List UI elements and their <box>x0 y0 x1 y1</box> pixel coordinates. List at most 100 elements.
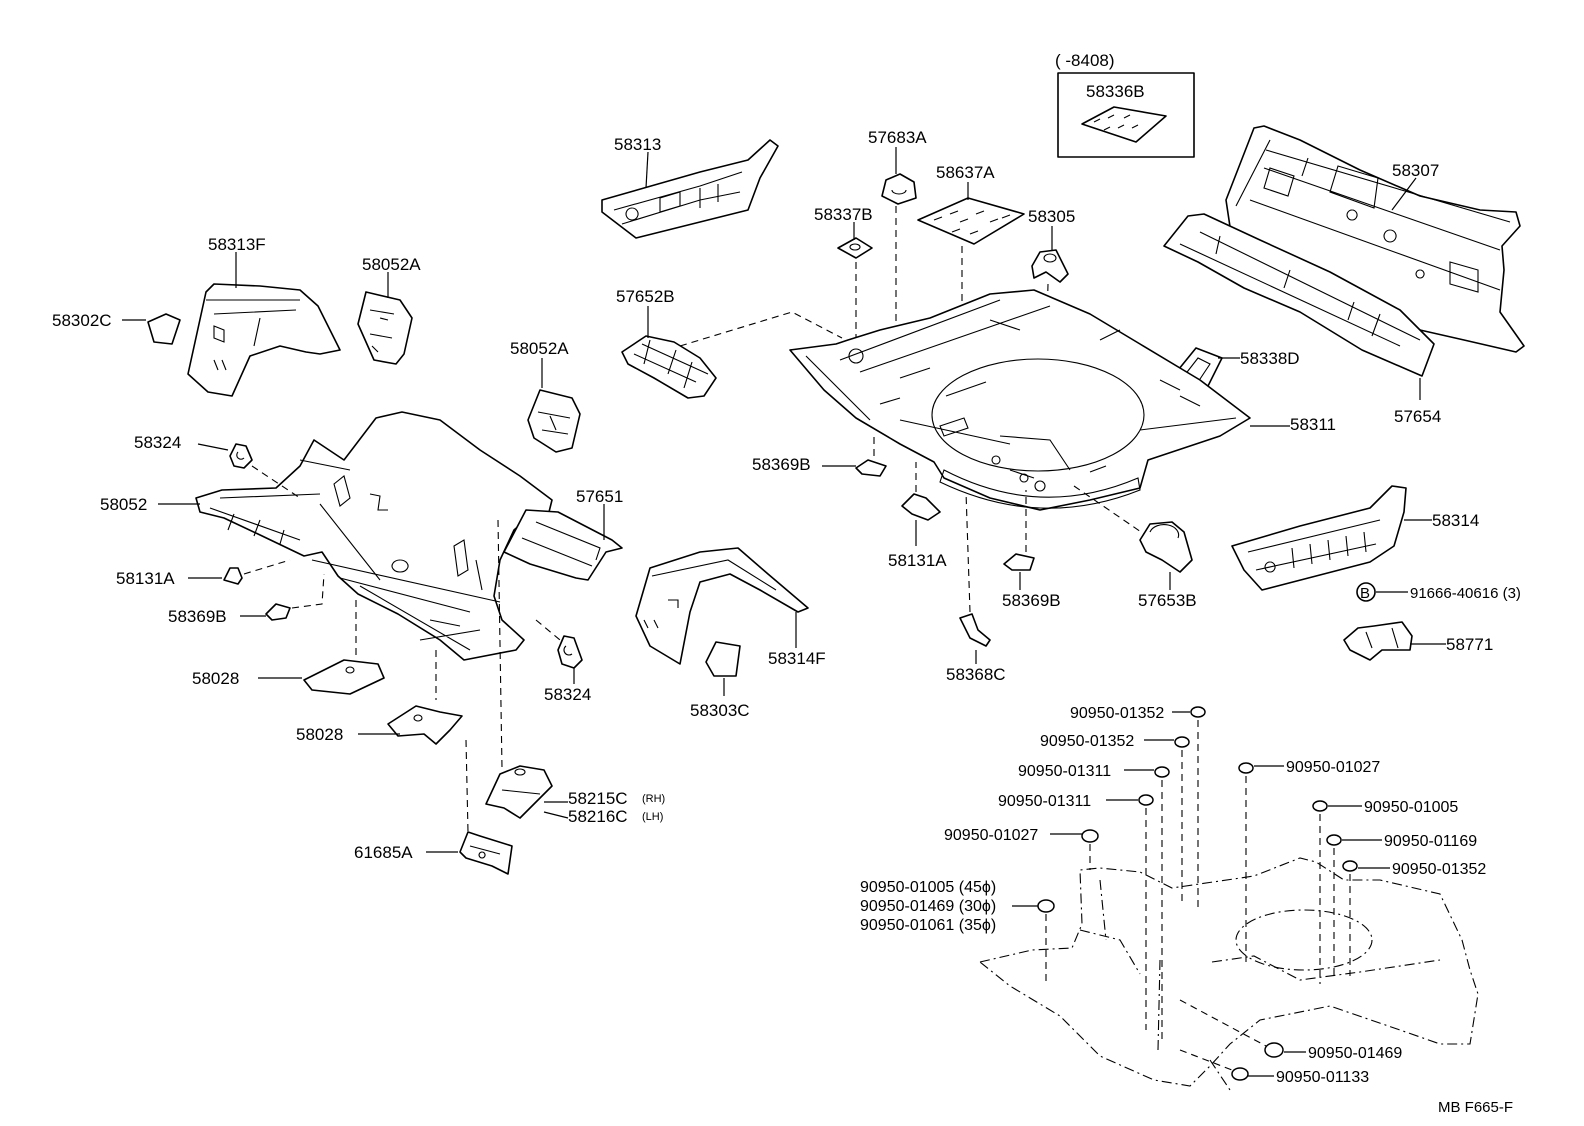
plug-01311-b <box>1138 794 1154 806</box>
callout-91666-40616: B 91666-40616 (3) <box>1356 582 1521 602</box>
label-plug-01352-b: 90950-01352 <box>1040 733 1134 750</box>
part-58131A-1: 58131A <box>116 559 291 588</box>
part-58324-2: 58324 <box>535 619 591 704</box>
plug-01027-b <box>1238 762 1254 774</box>
label-plug-multi-1: 90950-01005 (45ϕ) <box>860 879 996 896</box>
label-58338D: 58338D <box>1240 349 1300 368</box>
label-plug-multi-3: 90950-01061 (35ϕ) <box>860 917 996 934</box>
label-58324-2: 58324 <box>544 685 591 704</box>
label-58028-2: 58028 <box>296 725 343 744</box>
label-plug-01027-a: 90950-01027 <box>944 827 1038 844</box>
diagram-code: MB F665-F <box>1438 1099 1513 1116</box>
part-58314F: 58314F <box>635 547 826 668</box>
label-plug-01352-c: 90950-01352 <box>1392 861 1486 878</box>
part-58303C: 58303C <box>690 641 750 720</box>
label-plug-01311-b: 90950-01311 <box>998 793 1091 810</box>
label-58307: 58307 <box>1392 161 1439 180</box>
plug-01133 <box>1231 1067 1249 1081</box>
label-58324-1: 58324 <box>134 433 181 452</box>
label-58314: 58314 <box>1432 511 1479 530</box>
label-91666-40616: 91666-40616 (3) <box>1410 585 1521 602</box>
part-58771: 58771 <box>1343 621 1493 661</box>
part-58028-1: 58028 <box>192 600 385 695</box>
part-58637A: 58637A <box>917 163 1025 390</box>
label-58336B: 58336B <box>1086 82 1145 101</box>
part-lower-floor-outline <box>978 857 1479 1091</box>
badge-B: B <box>1360 585 1370 602</box>
label-57653B: 57653B <box>1138 591 1197 610</box>
part-58302C: 58302C <box>52 311 181 345</box>
plug-01352-c <box>1342 860 1358 872</box>
part-58337B: 58337B <box>814 205 873 348</box>
label-58302C: 58302C <box>52 311 112 330</box>
label-58305: 58305 <box>1028 207 1075 226</box>
label-58052A-1: 58052A <box>362 255 421 274</box>
label-plug-01027-b: 90950-01027 <box>1286 759 1380 776</box>
label-plug-01005: 90950-01005 <box>1364 799 1458 816</box>
plug-01005 <box>1312 800 1328 812</box>
label-58369B-2: 58369B <box>752 455 811 474</box>
part-58324-1: 58324 <box>134 433 301 499</box>
label-plug-01169: 90950-01169 <box>1384 833 1477 850</box>
part-58311-rear-floor: 58311 <box>789 289 1336 511</box>
label-58216C-side: (LH) <box>642 811 663 823</box>
plug-01311-a <box>1154 766 1170 778</box>
label-58771: 58771 <box>1446 635 1493 654</box>
label-57651: 57651 <box>576 487 623 506</box>
label-58311: 58311 <box>1290 415 1336 434</box>
label-plug-01311-a: 90950-01311 <box>1018 763 1111 780</box>
label-58314F: 58314F <box>768 649 826 668</box>
plug-01352-a <box>1190 706 1206 718</box>
plug-01027-a <box>1081 829 1099 843</box>
label-61685A: 61685A <box>354 843 413 862</box>
inset-58336B: ( -8408) 58336B <box>1055 51 1195 158</box>
label-58052: 58052 <box>100 495 147 514</box>
plugs-group: 90950-01352 90950-01352 90950-01311 9095… <box>860 705 1486 1086</box>
inset-date-note: ( -8408) <box>1055 51 1115 70</box>
label-58052A-2: 58052A <box>510 339 569 358</box>
label-57654: 57654 <box>1394 407 1441 426</box>
part-58307: 58307 <box>1225 125 1525 353</box>
part-58028-2: 58028 <box>296 650 463 745</box>
part-58369B-3: 58369B <box>1002 490 1061 610</box>
part-58369B-1: 58369B <box>168 573 325 626</box>
label-58215C-side: (RH) <box>642 793 665 805</box>
label-plug-multi-2: 90950-01469 (30ϕ) <box>860 898 996 915</box>
label-58368C: 58368C <box>946 665 1006 684</box>
label-58131A-2: 58131A <box>888 551 947 570</box>
part-58336B-sheet <box>1081 106 1167 143</box>
part-58215C-58216C: 58215C (RH) 58216C (LH) <box>485 519 665 826</box>
part-58313: 58313 <box>601 135 779 239</box>
label-57652B: 57652B <box>616 287 675 306</box>
part-57653B: 57653B <box>1073 485 1197 610</box>
label-58303C: 58303C <box>690 701 750 720</box>
part-58369B-2: 58369B <box>752 436 887 477</box>
label-58216C: 58216C <box>568 807 628 826</box>
label-plug-01352-a: 90950-01352 <box>1070 705 1164 722</box>
part-58314: 58314 <box>1231 485 1479 591</box>
label-58131A-1: 58131A <box>116 569 175 588</box>
part-58052A-1: 58052A <box>357 255 421 365</box>
label-58637A: 58637A <box>936 163 995 182</box>
plug-01169 <box>1326 834 1342 846</box>
plug-01469 <box>1264 1042 1284 1058</box>
part-58305: 58305 <box>1028 207 1075 441</box>
label-58028-1: 58028 <box>192 669 239 688</box>
part-58313F: 58313F <box>187 235 341 397</box>
label-58369B-3: 58369B <box>1002 591 1061 610</box>
label-58337B: 58337B <box>814 205 873 224</box>
label-58313: 58313 <box>614 135 661 154</box>
plug-multi-size <box>1037 899 1055 913</box>
label-57683A: 57683A <box>868 128 927 147</box>
part-57654: 57654 <box>1163 213 1441 426</box>
part-57651: 57651 <box>503 487 623 581</box>
label-plug-01133: 90950-01133 <box>1276 1069 1369 1086</box>
part-58131A-2: 58131A <box>888 462 947 570</box>
plug-01352-b <box>1174 736 1190 748</box>
label-plug-01469: 90950-01469 <box>1308 1045 1402 1062</box>
part-61685A: 61685A <box>354 739 513 875</box>
part-58052A-2: 58052A <box>510 339 581 453</box>
part-57652B: 57652B <box>616 287 843 399</box>
label-58369B-1: 58369B <box>168 607 227 626</box>
